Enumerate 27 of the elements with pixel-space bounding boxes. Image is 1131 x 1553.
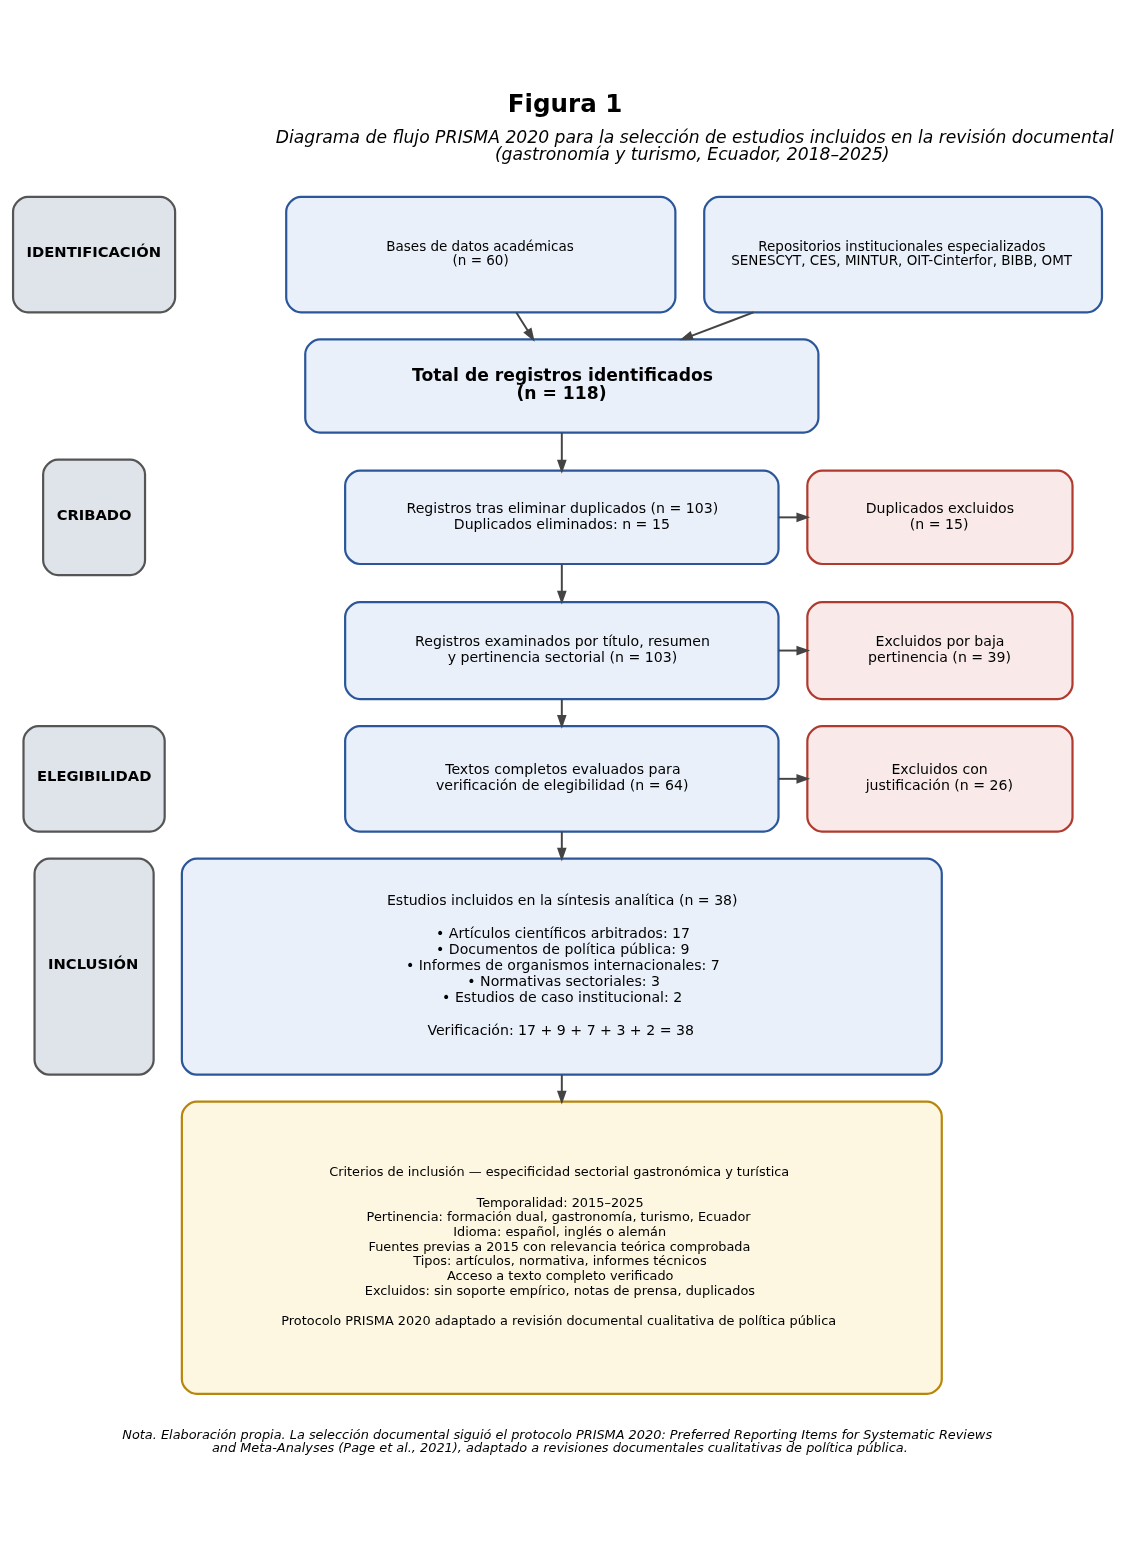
node-box: INCLUSIÓN [33, 857, 155, 1076]
node-box: IDENTIFICACIÓN [11, 195, 177, 313]
diagram-title: Figura 1 [507, 88, 623, 118]
node-box: Registros examinados por título, resumen y pertinencia sectorial (n = 103) [344, 600, 780, 700]
node-box: CRIBADO [42, 458, 147, 576]
label: Diagrama de flujo PRISMA 2020 para la selección de estudios incluidos en la revisión documental (gastronomía y turismo, Ecuador, 2018–2025) [275, 126, 1114, 164]
node-box: Registros tras eliminar duplicados (n = 103) Duplicados eliminados: n = 15 [344, 469, 780, 565]
node-box: ELEGIBILIDAD [22, 724, 166, 833]
node-box: Repositorios institucionales especializados SENESCYT, CES, MINTUR, OIT-Cinterfor, BIBB, OMT [703, 195, 1104, 313]
arrow [777, 645, 811, 655]
node-box: Textos completos evaluados para verificación de elegibilidad (n = 64) [344, 724, 780, 833]
caption: Nota. Elaboración propia. La selección documental siguió el protocolo PRISMA 2020: Preferred Reporting Items for Systematic Reviews and Meta-Analyses (Page et al., 2021), adaptado a revisiones documentales cualitativas de política pública. [122, 1426, 993, 1455]
node-box: Estudios incluidos en la síntesis analítica (n = 38) • Artículos científicos arbitrados: 17 • Documentos de política pública: 9 • Informes de organismos internacionales: 7 • Normativas sectoriales: 3 • Estudios de caso institucional: 2 Verificación: 17 + 9 + 7 + 3 + 2 = 38 [180, 857, 943, 1076]
arrow [557, 431, 567, 474]
node-box: Criterios de inclusión — especificidad sectorial gastronómica y turística Temporalidad: 2015–2025 Pertinencia: formación dual, gastronomía, turismo, Ecuador Idioma: español, inglés o alemán Fuentes previas a 2015 con relevancia teórica comprobada Tipos: artículos, normativa, informes técnicos Acceso a texto completo verificado Excluidos: sin soporte empírico, notas de prensa, duplicados Protocolo PRISMA 2020 adaptado a revisión documental cualitativa de política pública [180, 1100, 943, 1395]
arrow [777, 773, 811, 784]
node-box: Duplicados excluidos (n = 15) [806, 469, 1074, 565]
arrow [557, 697, 567, 729]
arrow [515, 310, 535, 342]
arrow [777, 512, 811, 522]
node-box: Excluidos con justificación (n = 26) [806, 724, 1074, 833]
node-box: Excluidos por baja pertinencia (n = 39) [806, 600, 1074, 700]
arrow [557, 562, 567, 605]
node-box: Bases de datos académicas (n = 60) [285, 195, 677, 313]
arrow [557, 1073, 567, 1104]
arrow [557, 830, 567, 861]
node-box: Total de registros identificados (n = 118) [304, 337, 820, 434]
